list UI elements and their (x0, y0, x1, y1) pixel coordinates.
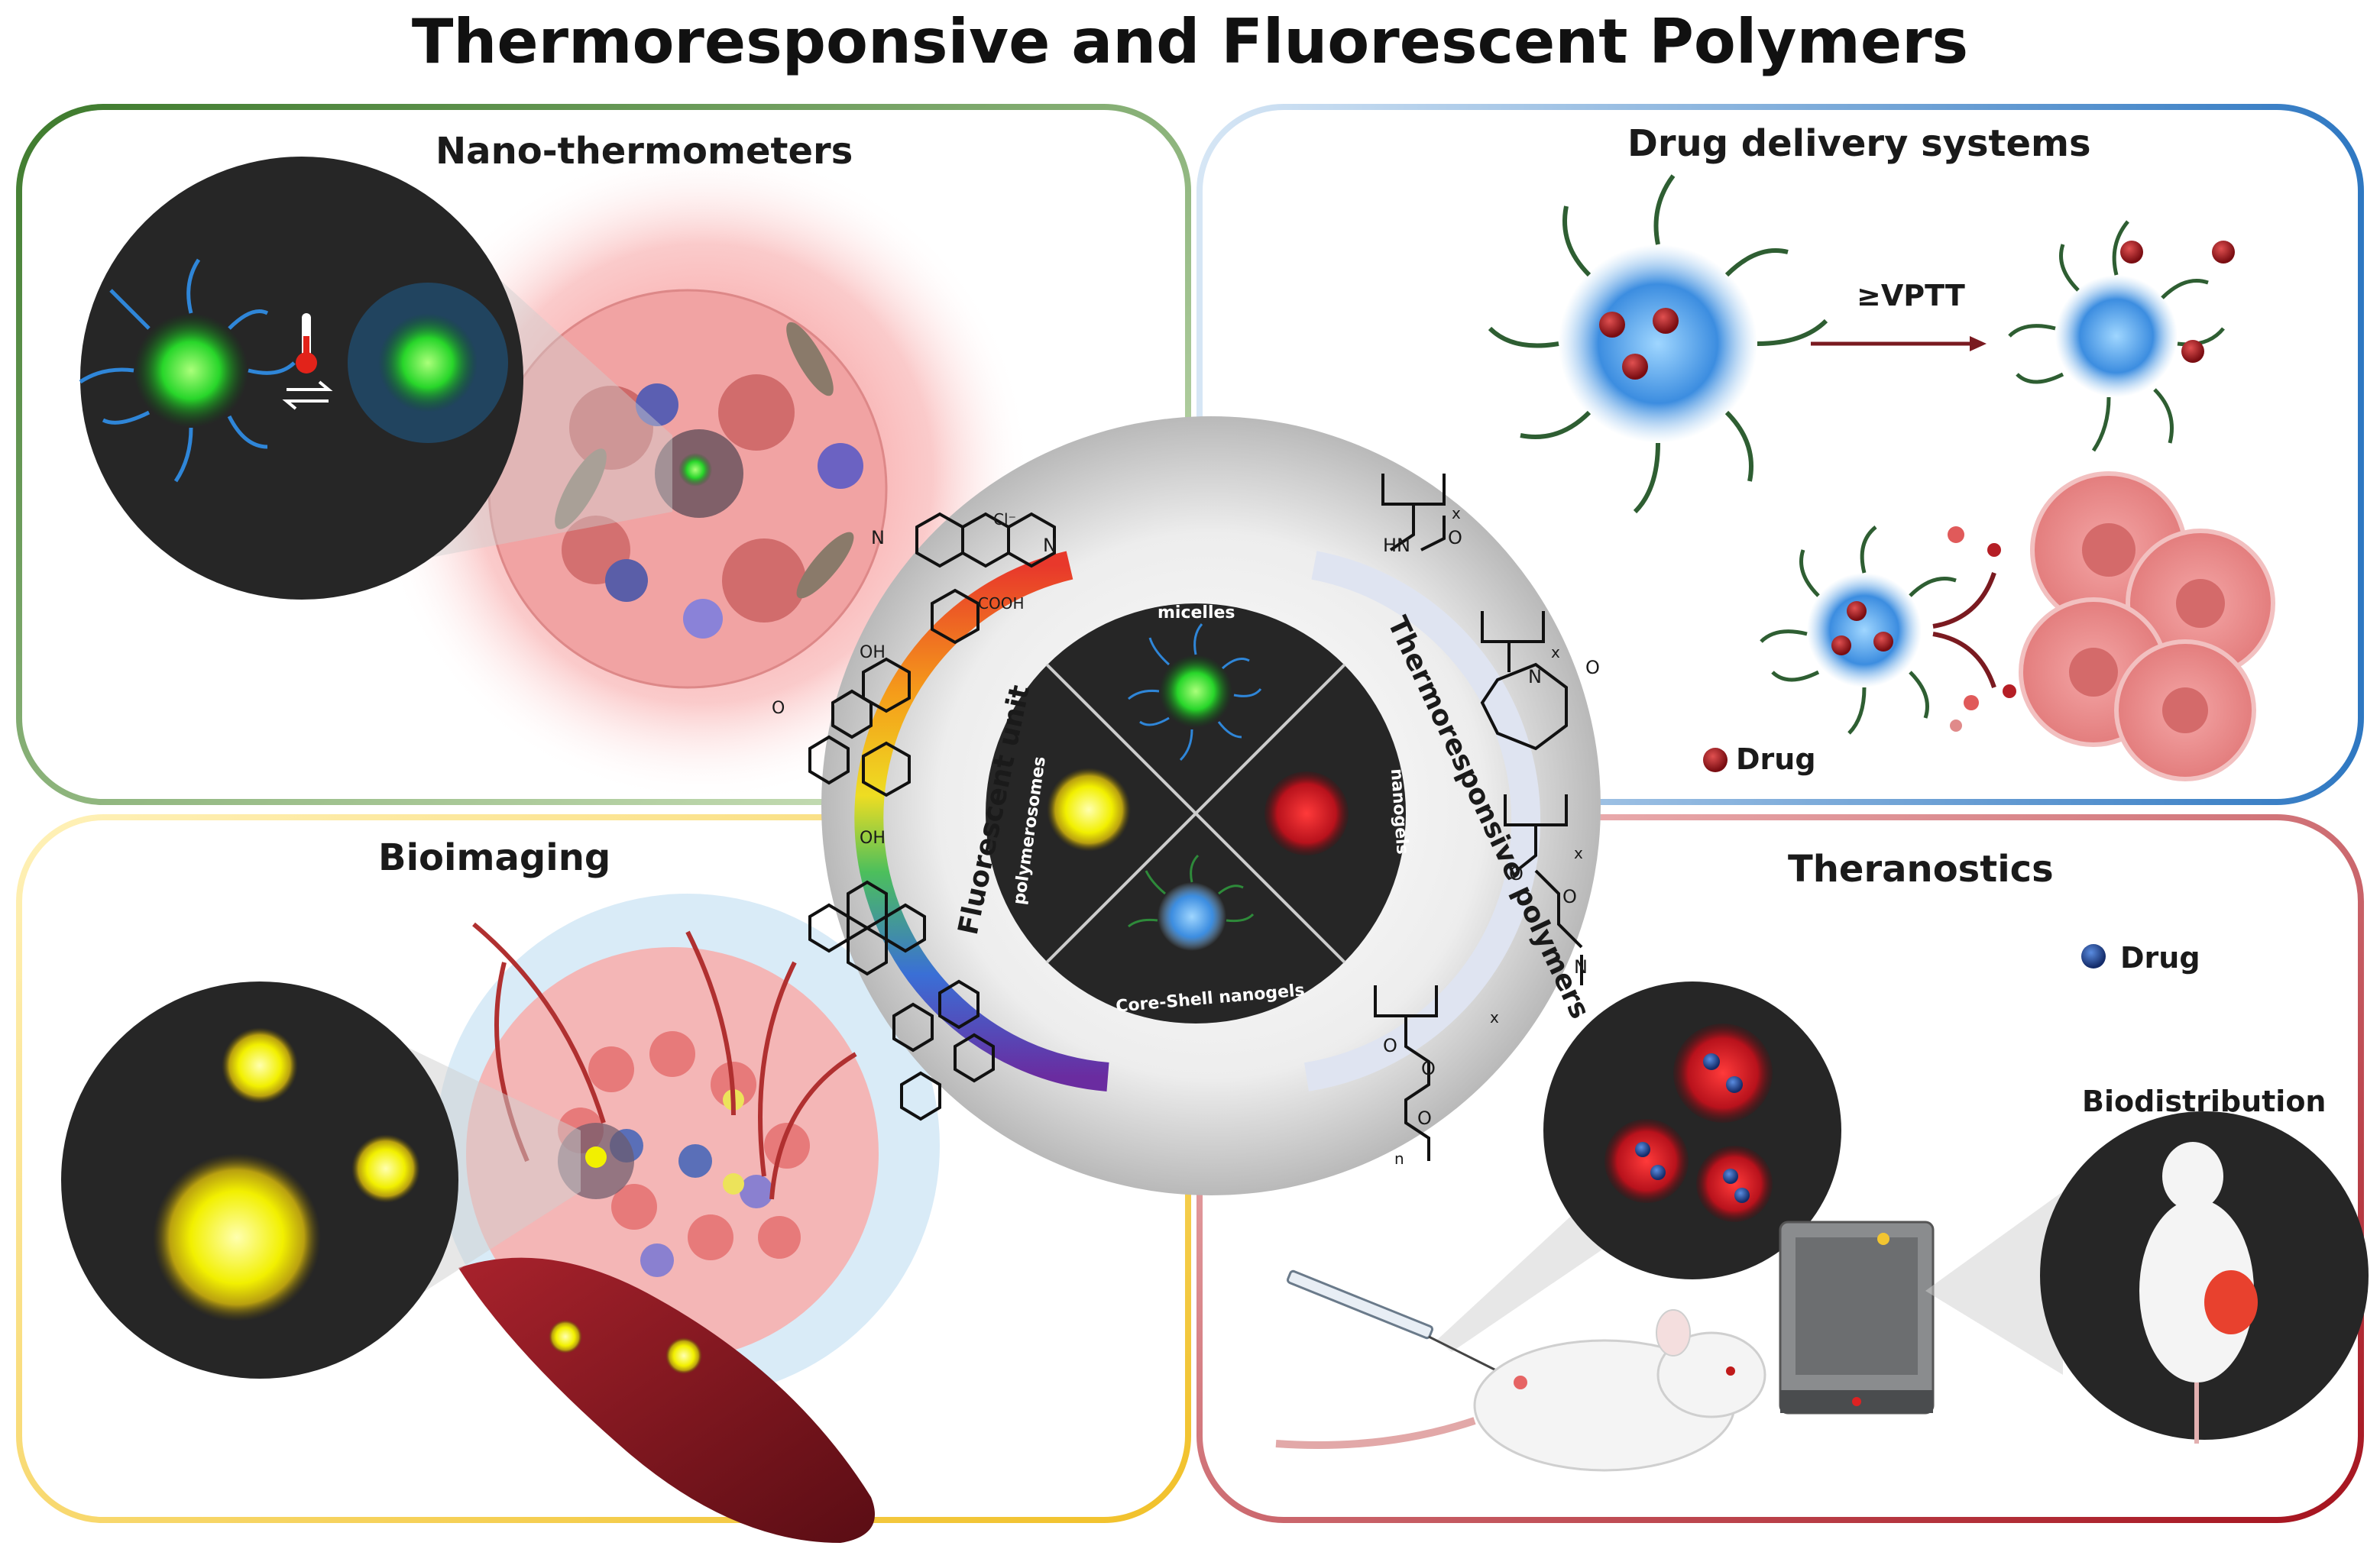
chem-label-n-lactam: N (1528, 666, 1542, 687)
vessel-particle-1 (549, 1320, 582, 1353)
fluorophore-structures (808, 512, 1056, 1121)
chem-label-o-ester1: O (1509, 863, 1524, 884)
polymerosome-large (153, 1153, 321, 1321)
drug-legend-label-red: Drug (1736, 742, 1816, 776)
micelle-cold (79, 258, 296, 483)
bioimaging-title: Bioimaging (378, 836, 611, 879)
chem-label-o-ester2: O (1562, 886, 1577, 907)
drug-legend-dot (1703, 748, 1728, 772)
chem-label-x3: x (1574, 844, 1583, 862)
polymer-structures (1374, 474, 1583, 1161)
syringe (1286, 1269, 1498, 1373)
drug-loaded-nanogels (1604, 1024, 1773, 1222)
quadrant-divider-2 (1045, 663, 1346, 964)
chem-label-n-plus: N (1043, 535, 1057, 556)
vptt-arrow-head (1970, 336, 1987, 351)
drug-delivery-title: Drug delivery systems (1627, 122, 2091, 165)
vptt-label: ≥VPTT (1857, 279, 1965, 312)
chem-label-n-sub: n (1394, 1150, 1404, 1168)
chem-label-oh-top: OH (860, 643, 886, 662)
drug-legend-label-navy: Drug (2120, 941, 2200, 975)
fluorescent-arc (854, 551, 1109, 1091)
chem-label-hn: HN (1383, 535, 1410, 556)
theranostics-content (1275, 944, 2369, 1472)
temperature-switch (282, 313, 333, 410)
tissue-yellow-spot (585, 1146, 607, 1168)
chem-label-n-amine: N (1574, 956, 1588, 978)
mouse-biodistribution (2139, 1142, 2258, 1444)
theranostics-title: Theranostics (1788, 848, 2054, 891)
drug-delivery-content (1488, 174, 2275, 781)
polymerosome-quadrant-graphic (1047, 768, 1131, 852)
chem-label-x2: x (1551, 643, 1560, 661)
chem-label-chloride: Cl⁻ (993, 510, 1017, 529)
nano-thermometers-title: Nano-thermometers (436, 130, 853, 173)
drug-release-nanogel (1760, 525, 1957, 735)
zoom-cone-device (1925, 1192, 2063, 1375)
polymerosome-small-1 (222, 1027, 298, 1104)
mouse-injection (1275, 1309, 1766, 1472)
chem-label-oh-bottom: OH (860, 829, 886, 848)
imaging-device (1779, 1221, 1935, 1415)
bioimaging-content (61, 894, 940, 1543)
drug-legend-dot-navy (2081, 944, 2106, 969)
tumor-green-spot (678, 453, 712, 487)
nano-thermometer-inset (80, 157, 523, 600)
chem-label-o-peg2: O (1421, 1058, 1436, 1079)
figure-title: Thermoresponsive and Fluorescent Polymer… (411, 6, 1969, 77)
nanogel-quadrant-graphic (1264, 771, 1349, 855)
micelle-hot (348, 283, 508, 443)
released-drug-particles (1948, 526, 2016, 732)
chem-label-o-peg1: O (1383, 1035, 1397, 1056)
chem-label-o-peg3: O (1417, 1108, 1432, 1129)
chem-label-x1: x (1452, 504, 1461, 522)
chem-label-o-amide: O (1448, 527, 1462, 548)
vessel-particle-2 (665, 1337, 702, 1374)
release-arrows (1932, 572, 1996, 688)
biodistribution-label: Biodistribution (2082, 1085, 2327, 1118)
quadrant-label-micelles: micelles (1158, 603, 1235, 623)
cancer-cell-cluster (2019, 471, 2275, 781)
core-shell-quadrant-graphic (1128, 854, 1255, 951)
loaded-nanogel (1488, 174, 1828, 514)
chem-label-o-lactam: O (1585, 657, 1600, 678)
polymerosome-small-2 (351, 1134, 420, 1203)
tumor-cells (555, 322, 863, 639)
chem-label-n-rhodamine: N (871, 527, 885, 548)
chem-label-x4: x (1490, 1008, 1499, 1027)
chem-label-cooh: COOH (978, 594, 1025, 613)
collapsed-nanogel (2008, 220, 2235, 452)
chem-label-carbonyl-o: O (772, 699, 785, 718)
micelle-quadrant-graphic (1128, 623, 1262, 762)
